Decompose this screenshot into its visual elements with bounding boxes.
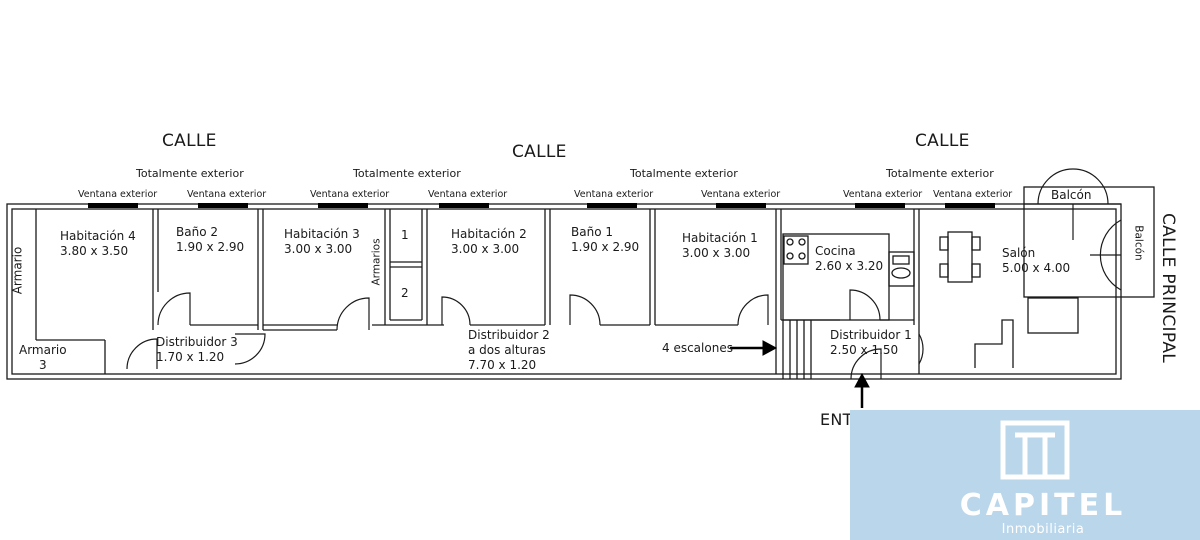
room-name: Baño 1 xyxy=(571,225,613,239)
dining-table xyxy=(947,231,973,283)
closet-number-1: 1 xyxy=(401,228,409,242)
room-name: Habitación 4 xyxy=(60,229,136,243)
room-name: Cocina xyxy=(815,244,856,258)
room-name: Habitación 3 xyxy=(284,227,360,241)
closet-number: 3 xyxy=(38,358,47,372)
window-label: Ventana exterior xyxy=(933,189,1013,200)
street-label-left: CALLE xyxy=(162,131,217,151)
sofa-table xyxy=(1027,297,1079,334)
closet-label-armario-3: Armario 3 xyxy=(19,343,67,373)
room-distribuidor-3: Distribuidor 3 1.70 x 1.20 xyxy=(156,335,238,365)
balcony-label-side: Balcón xyxy=(1132,225,1145,261)
room-habitacion-1: Habitación 1 3.00 x 3.00 xyxy=(682,231,758,261)
room-size: 3.00 x 3.00 xyxy=(682,246,751,260)
room-bano-1: Baño 1 1.90 x 2.90 xyxy=(571,225,639,255)
exterior-label: Totalmente exterior xyxy=(353,167,461,180)
room-name: Baño 2 xyxy=(176,225,218,239)
room-name: Distribuidor 1 xyxy=(830,328,912,342)
room-habitacion-2: Habitación 2 3.00 x 3.00 xyxy=(451,227,527,257)
exterior-label: Totalmente exterior xyxy=(136,167,244,180)
exterior-label: Totalmente exterior xyxy=(630,167,738,180)
room-size: 2.50 x 1.50 xyxy=(830,343,899,357)
room-size: 1.70 x 1.20 xyxy=(156,350,225,364)
street-label-main: CALLE PRINCIPAL xyxy=(1158,212,1179,364)
room-habitacion-4: Habitación 4 3.80 x 3.50 xyxy=(60,229,136,259)
brand-watermark: CAPITEL Inmobiliaria xyxy=(850,410,1200,540)
window-label: Ventana exterior xyxy=(187,189,267,200)
closet-name: Armario xyxy=(19,343,67,357)
closets-label: Armarios xyxy=(370,238,383,286)
room-habitacion-3: Habitación 3 3.00 x 3.00 xyxy=(284,227,360,257)
room-size: 1.90 x 2.90 xyxy=(176,240,245,254)
balcony-label-top: Balcón xyxy=(1051,188,1092,202)
closet-number-2: 2 xyxy=(401,286,409,300)
outer-wall xyxy=(6,203,1122,380)
street-label-right: CALLE xyxy=(915,131,970,151)
room-bano-2: Baño 2 1.90 x 2.90 xyxy=(176,225,244,255)
steps-label: 4 escalones xyxy=(662,341,733,355)
room-size: 3.00 x 3.00 xyxy=(284,242,353,256)
window-label: Ventana exterior xyxy=(428,189,508,200)
window-label: Ventana exterior xyxy=(843,189,923,200)
room-cocina: Cocina 2.60 x 3.20 xyxy=(815,244,883,274)
inner-wall xyxy=(11,208,1117,375)
room-size: 2.60 x 3.20 xyxy=(815,259,884,273)
room-size: 5.00 x 4.00 xyxy=(1002,261,1071,275)
capitel-logo-icon xyxy=(1000,420,1070,480)
brand-name: CAPITEL xyxy=(959,488,1127,523)
room-size: 3.00 x 3.00 xyxy=(451,242,520,256)
room-size: 7.70 x 1.20 xyxy=(468,358,537,372)
room-size: 3.80 x 3.50 xyxy=(60,244,129,258)
room-name: Distribuidor 3 xyxy=(156,335,238,349)
street-label-center: CALLE xyxy=(512,142,567,162)
room-subtitle: a dos alturas xyxy=(468,343,546,357)
exterior-label: Totalmente exterior xyxy=(886,167,994,180)
brand-subtitle: Inmobiliaria xyxy=(1001,522,1085,537)
room-name: Salón xyxy=(1002,246,1036,260)
room-distribuidor-2: Distribuidor 2 a dos alturas 7.70 x 1.20 xyxy=(468,328,550,373)
window-label: Ventana exterior xyxy=(574,189,654,200)
room-salon: Salón 5.00 x 4.00 xyxy=(1002,246,1070,276)
window-label: Ventana exterior xyxy=(701,189,781,200)
window-label: Ventana exterior xyxy=(78,189,158,200)
room-distribuidor-1: Distribuidor 1 2.50 x 1.50 xyxy=(830,328,912,358)
room-name: Habitación 2 xyxy=(451,227,527,241)
closet-label-armario: Armario xyxy=(10,246,25,295)
room-size: 1.90 x 2.90 xyxy=(571,240,640,254)
balcony xyxy=(1023,186,1155,298)
room-name: Habitación 1 xyxy=(682,231,758,245)
window-label: Ventana exterior xyxy=(310,189,390,200)
room-name: Distribuidor 2 xyxy=(468,328,550,342)
